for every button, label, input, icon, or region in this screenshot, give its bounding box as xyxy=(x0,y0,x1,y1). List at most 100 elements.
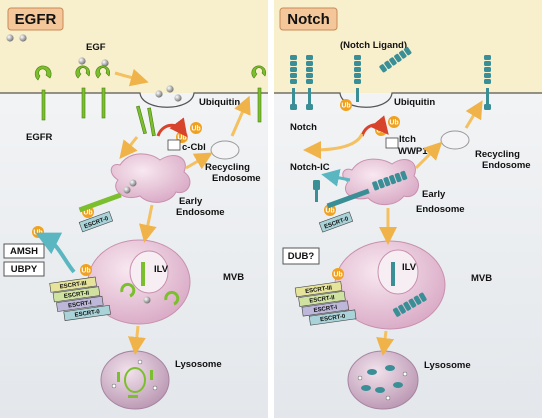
arrow-notch-recycling-to-membrane xyxy=(464,100,483,129)
notch-ubiquitination-arrow xyxy=(360,115,389,137)
degraded-notch xyxy=(367,369,377,375)
svg-text:ESCRT-I: ESCRT-I xyxy=(313,305,338,314)
lysosome-particle xyxy=(111,383,117,389)
escrt-0-box xyxy=(63,304,111,321)
arrow-to-pit xyxy=(114,68,149,87)
notch-mvb-label: MVB xyxy=(471,273,492,284)
egfr-receptor xyxy=(34,65,52,121)
ub-tag xyxy=(340,99,352,111)
ub-tag-label: Ub xyxy=(376,128,385,135)
escrt-ii-box xyxy=(298,290,346,307)
egfr-early-endosome-label-1: Early xyxy=(179,196,203,207)
svg-text:ESCRT-I: ESCRT-I xyxy=(68,300,93,309)
svg-text:ESCRT-0: ESCRT-0 xyxy=(74,309,101,319)
egfr-title-box xyxy=(7,7,64,31)
escrt-0-box xyxy=(308,309,357,326)
egf-ligand xyxy=(6,34,14,42)
egfr-lysosome-label: Lysosome xyxy=(175,359,222,370)
ub-tag-label: Ub xyxy=(333,272,342,279)
egfr-plasma-membrane xyxy=(0,92,268,108)
egfr-receptor xyxy=(75,65,90,119)
degraded-receptor xyxy=(128,395,138,398)
arrow-to-notch-ic xyxy=(321,168,351,187)
notch-label: Notch xyxy=(290,122,317,133)
lysosome-particle xyxy=(385,395,391,401)
egfr-ubiquitin-label: Ubiquitin xyxy=(199,97,240,108)
egf-ligand xyxy=(101,59,109,67)
egf-ligand xyxy=(78,57,86,65)
dub-label: DUB? xyxy=(288,251,315,262)
egfr-receptor xyxy=(95,65,110,119)
escrt-iii-box xyxy=(294,281,343,298)
egf-label: EGF xyxy=(86,42,106,53)
c-cbl-shape xyxy=(167,139,181,151)
notch-in-endosome xyxy=(372,170,408,191)
egfr-ilv xyxy=(129,250,169,294)
notch-receptor xyxy=(306,55,313,110)
notch-lysosome-label: Lysosome xyxy=(424,360,471,371)
notch-ic-label: Notch-IC xyxy=(290,162,330,173)
ub-tag xyxy=(190,122,202,134)
notch-on-endosome xyxy=(326,188,370,209)
lysosome-particle xyxy=(152,385,158,391)
egf-ligand xyxy=(123,186,131,194)
ub-tag-label: Ub xyxy=(33,230,42,237)
lysosome-particle xyxy=(357,375,363,381)
egfr-on-endosome xyxy=(78,192,122,213)
ub-tag-label: Ub xyxy=(325,208,334,215)
arrow-to-mvb xyxy=(139,204,157,243)
egf-ligand xyxy=(174,94,182,102)
degraded-receptor xyxy=(124,367,146,393)
arrow-notch-to-recycling xyxy=(414,141,443,170)
ub-tag-label: Ub xyxy=(341,103,350,110)
ub-tag-label: Ub xyxy=(389,120,398,127)
arrow-notch-ic-release xyxy=(303,133,364,159)
egfr-early-endosome-label-2: Endosome xyxy=(176,207,225,218)
notch-recycling-endosome-label-1: Recycling xyxy=(475,149,520,160)
egfr-panel: EGFR EGF EGFR Ubiquitin xyxy=(0,0,268,418)
notch-ubiquitin-label: Ubiquitin xyxy=(394,97,435,108)
egfr-early-endosome xyxy=(110,153,191,203)
degraded-notch xyxy=(361,385,371,391)
ubpy-label: UBPY xyxy=(11,264,38,275)
notch-in-mvb xyxy=(392,292,427,317)
ub-tag-label: Ub xyxy=(191,126,200,133)
egf-ligand xyxy=(155,90,163,98)
escrt-i-box xyxy=(301,300,350,317)
svg-text:ESCRT-III: ESCRT-III xyxy=(305,285,333,295)
lysosome-particle xyxy=(137,359,143,365)
svg-text:ESCRT-II: ESCRT-II xyxy=(309,295,335,305)
ub-tag-label: Ub xyxy=(177,135,186,142)
egfr-ilv-label: ILV xyxy=(154,264,169,275)
escrt-iii-box xyxy=(49,276,97,293)
arrow-to-early-endosome xyxy=(119,136,139,160)
notch-lysosome xyxy=(347,350,419,410)
notch-ilv-label: ILV xyxy=(402,262,417,273)
degraded-receptor xyxy=(150,370,153,380)
c-cbl-label: c-Cbl xyxy=(182,142,206,153)
egf-ligand xyxy=(19,34,27,42)
ub-tag xyxy=(388,116,400,128)
ub-tag-label: Ub xyxy=(83,210,92,217)
notch-receptor xyxy=(290,55,297,110)
arrow-notch-to-lysosome xyxy=(376,330,395,356)
egfr-in-ilv xyxy=(141,262,145,286)
egf-ligand xyxy=(143,296,151,304)
notch-ic-fragment xyxy=(315,190,318,202)
egfr-label: EGFR xyxy=(26,132,53,143)
itch-label: Itch xyxy=(399,134,416,145)
egfr-recycling-endosome xyxy=(210,140,240,160)
notch-recycling-endosome-label-2: Endosome xyxy=(482,160,531,171)
notch-ligand-label: (Notch Ligand) xyxy=(340,40,407,51)
egfr-escrt-stack: Ub ESCRT-III ESCRT-II ESCRT-I ESCRT-0 xyxy=(49,264,111,321)
arrow-to-recycling-endosome xyxy=(185,152,213,170)
svg-text:ESCRT-III: ESCRT-III xyxy=(59,281,87,291)
egfr-title: EGFR xyxy=(15,11,57,28)
arrow-to-lysosome xyxy=(127,325,146,355)
egfr-in-mvb xyxy=(120,282,136,298)
egfr-internalizing xyxy=(147,107,156,137)
egfr-lysosome xyxy=(100,350,170,410)
panel-divider xyxy=(268,0,274,418)
degraded-notch xyxy=(393,382,403,388)
